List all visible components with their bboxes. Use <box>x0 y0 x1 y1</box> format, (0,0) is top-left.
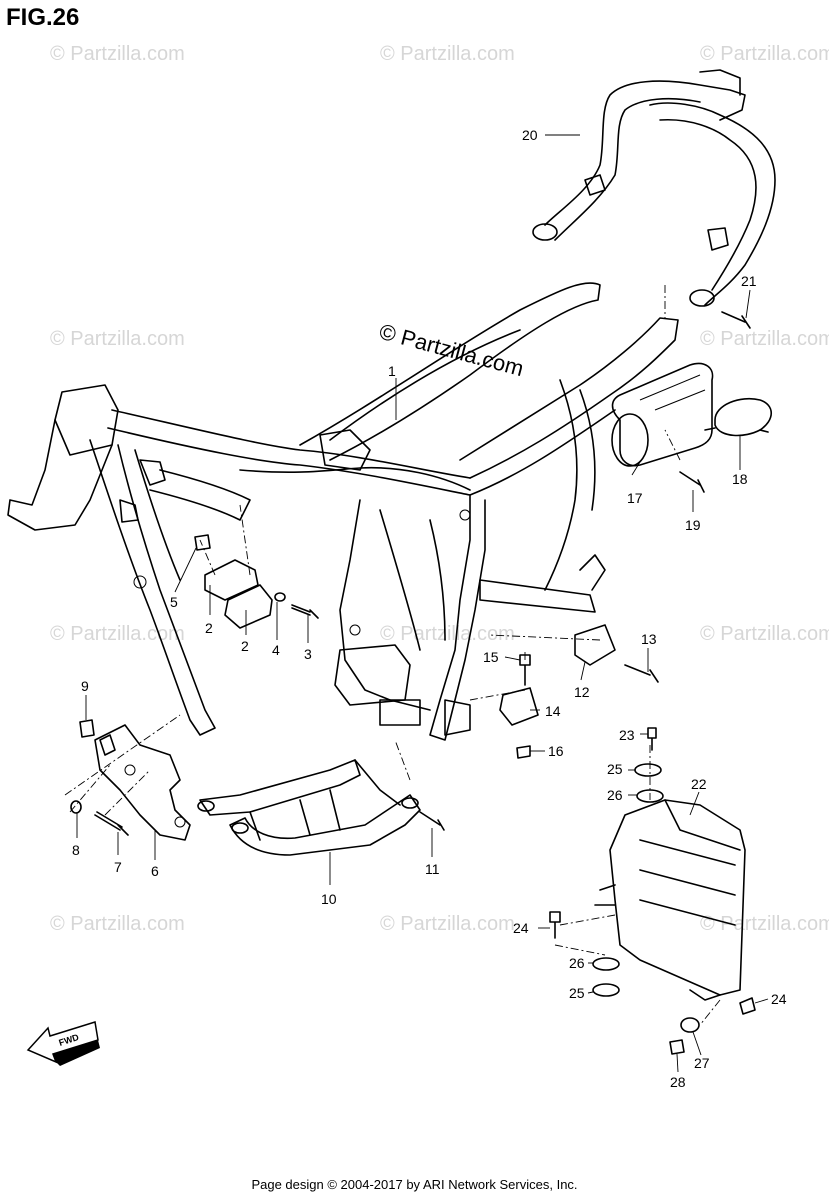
battery-box-drawing <box>594 799 746 1001</box>
callout-24: 24 <box>513 920 529 936</box>
callout-26: 26 <box>607 787 623 803</box>
watermark: © Partzilla.com <box>50 623 185 645</box>
callout-11: 11 <box>425 861 440 877</box>
callout-12: 12 <box>574 684 590 700</box>
callout-labels: 1 2 2 3 4 5 6 7 8 9 10 11 12 13 14 15 16… <box>72 127 787 1090</box>
watermark: © Partzilla.com <box>50 328 185 350</box>
callout-2: 2 <box>205 620 213 636</box>
callout-21: 21 <box>741 273 757 289</box>
watermark: © Partzilla.com <box>700 328 829 350</box>
fwd-arrow-icon: FWD <box>26 1021 100 1066</box>
callout-1: 1 <box>388 363 396 379</box>
electrical-box-drawing <box>611 362 773 467</box>
callout-25: 25 <box>607 761 623 777</box>
callout-27: 27 <box>694 1055 710 1071</box>
callout-9: 9 <box>81 678 89 694</box>
watermark: © Partzilla.com <box>380 43 515 65</box>
callout-7: 7 <box>114 859 122 875</box>
figure-title: FIG.26 <box>6 4 80 31</box>
callout-2: 2 <box>241 638 249 654</box>
rear-grab-rail-drawing <box>532 69 776 307</box>
callout-16: 16 <box>548 743 564 759</box>
watermark: © Partzilla.com <box>50 43 185 65</box>
lower-cradle-drawing <box>197 759 421 856</box>
watermark: © Partzilla.com <box>380 623 515 645</box>
callout-25: 25 <box>569 985 585 1001</box>
watermark: © Partzilla.com <box>700 623 829 645</box>
callout-13: 13 <box>641 631 657 647</box>
callout-24: 24 <box>771 991 787 1007</box>
watermark: © Partzilla.com <box>700 913 829 935</box>
callout-3: 3 <box>304 646 312 662</box>
callout-8: 8 <box>72 842 80 858</box>
leader-lines <box>64 134 769 1073</box>
watermark: © Partzilla.com <box>380 913 515 935</box>
hardware-drawings <box>70 311 756 1055</box>
callout-18: 18 <box>732 471 748 487</box>
watermark: © Partzilla.com <box>700 43 829 65</box>
callout-15: 15 <box>483 649 499 665</box>
callout-10: 10 <box>321 891 337 907</box>
callout-23: 23 <box>619 727 635 743</box>
callout-26: 26 <box>569 955 585 971</box>
callout-6: 6 <box>151 863 159 879</box>
callout-19: 19 <box>685 517 701 533</box>
callout-20: 20 <box>522 127 538 143</box>
callout-22: 22 <box>691 776 707 792</box>
callout-14: 14 <box>545 703 561 719</box>
lower-bracket-drawing <box>94 724 191 841</box>
watermark: © Partzilla.com <box>50 913 185 935</box>
callout-28: 28 <box>670 1074 686 1090</box>
callout-4: 4 <box>272 642 280 658</box>
callout-5: 5 <box>170 594 178 610</box>
callout-17: 17 <box>627 490 643 506</box>
main-frame-drawing <box>7 282 679 741</box>
page-footer: Page design © 2004-2017 by ARI Network S… <box>251 1177 578 1192</box>
